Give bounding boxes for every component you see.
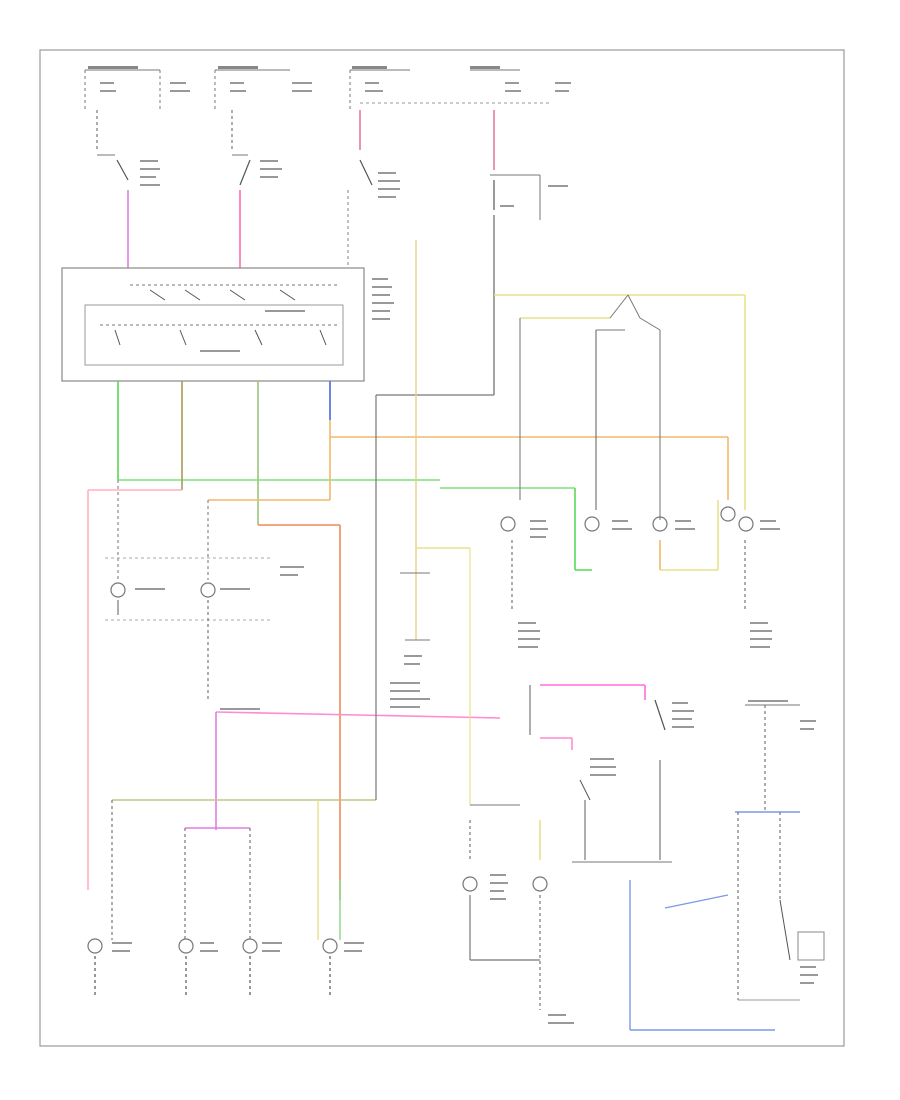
flasher-unit (220, 572, 430, 710)
brake-switch (529, 684, 694, 863)
combination-switch (61, 267, 394, 382)
front-lamp-wires (494, 294, 746, 610)
rear-center-lamps (462, 804, 574, 1024)
diagram-border (39, 49, 845, 1047)
rear-lamps (87, 800, 364, 995)
right-relay (629, 700, 825, 1031)
front-lamps (500, 506, 780, 648)
switch-feed-wires (96, 110, 568, 395)
indicator-lamps (105, 557, 304, 700)
switch-output-wires (87, 240, 729, 900)
fuse-sources (84, 66, 571, 110)
